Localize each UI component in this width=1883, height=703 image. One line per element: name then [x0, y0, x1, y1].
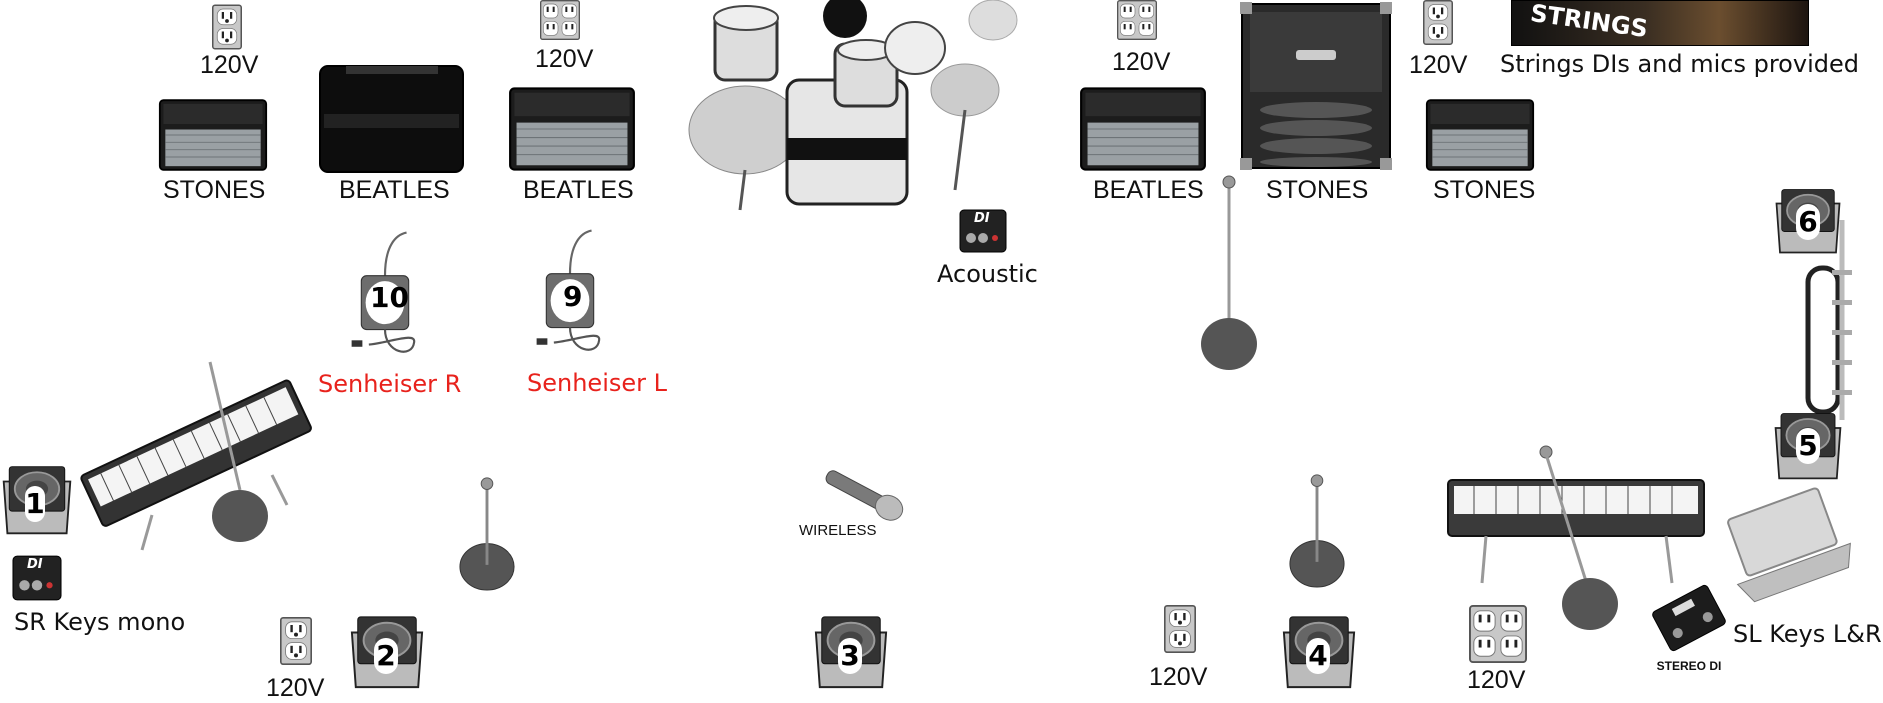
mic-stand-icon	[458, 470, 516, 594]
amp-label: STONES	[163, 176, 265, 205]
power-label: 120V	[266, 674, 324, 703]
monitor-number: 5	[1796, 428, 1820, 464]
mic-stand-icon	[1540, 444, 1620, 634]
power-label: 120V	[1149, 663, 1207, 692]
amp-label: BEATLES	[1093, 176, 1204, 205]
laptop-icon	[1720, 498, 1850, 598]
amp-label: BEATLES	[523, 176, 634, 205]
keyboard-icon	[72, 355, 322, 555]
power-outlet-icon	[1164, 600, 1196, 658]
power-label: 120V	[1467, 666, 1525, 695]
stereo-di-label: STEREO DI	[1652, 660, 1726, 672]
mic-stand-icon	[1288, 464, 1346, 594]
strings-banner-text: STRINGS	[1529, 0, 1650, 43]
amp-label: STONES	[1433, 176, 1535, 205]
monitor-number: 1	[25, 486, 45, 522]
di-badge-text: DI	[27, 557, 43, 572]
mic-stand-icon	[1200, 174, 1258, 374]
sl-keys-label: SL Keys L&R	[1733, 620, 1882, 648]
stereo-di-icon	[1652, 582, 1726, 654]
senheiser-l-label: Senheiser L	[527, 369, 667, 397]
power-outlet-icon	[1114, 0, 1160, 40]
power-outlet-icon	[1423, 0, 1453, 45]
drum-kit-icon	[675, 0, 1015, 215]
power-label: 120V	[1112, 48, 1170, 77]
amp-icon	[1425, 98, 1535, 172]
amp-label: STONES	[1266, 176, 1368, 205]
senheiser-r-label: Senheiser R	[318, 370, 461, 398]
acoustic-label: Acoustic	[937, 260, 1038, 288]
monitor-number: 6	[1796, 204, 1820, 240]
amp-icon	[158, 98, 268, 172]
mic-stand-icon	[208, 360, 268, 545]
pack-number: 10	[370, 281, 409, 314]
wireless-label: WIRELESS	[799, 522, 877, 539]
monitor-number: 4	[1306, 638, 1330, 674]
bass-cabinet-icon	[1240, 2, 1392, 170]
amp-icon	[1079, 86, 1207, 172]
power-label: 120V	[1409, 51, 1467, 80]
wireless-mic-icon	[818, 465, 908, 525]
monitor-number: 3	[838, 638, 862, 674]
power-label: 120V	[535, 45, 593, 74]
pack-number: 9	[563, 280, 582, 313]
strings-banner: STRINGS	[1511, 0, 1809, 46]
power-outlet-icon	[537, 0, 583, 40]
amp-label: BEATLES	[339, 176, 450, 205]
amp-head-icon	[318, 64, 465, 174]
sr-keys-label: SR Keys mono	[14, 608, 185, 636]
power-outlet-icon	[280, 612, 312, 670]
monitor-number: 2	[374, 638, 398, 674]
strings-note: Strings DIs and mics provided	[1500, 50, 1859, 78]
power-label: 120V	[200, 51, 258, 80]
amp-icon	[508, 86, 636, 172]
power-outlet-icon	[212, 3, 242, 51]
power-outlet-icon	[1467, 605, 1529, 663]
di-badge-text: DI	[974, 211, 990, 226]
